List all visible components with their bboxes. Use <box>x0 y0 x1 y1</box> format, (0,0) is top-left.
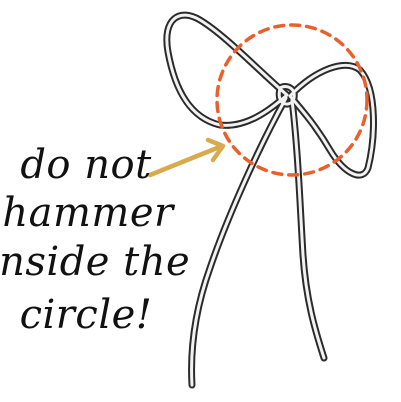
note-line-3: inside the <box>0 239 190 285</box>
pointer-arrow-icon <box>150 140 223 175</box>
note-line-1: do not <box>20 142 152 188</box>
note-line-4: circle! <box>20 292 153 338</box>
wire-bow-icon <box>167 15 374 385</box>
note-line-2: hammer <box>2 190 176 236</box>
